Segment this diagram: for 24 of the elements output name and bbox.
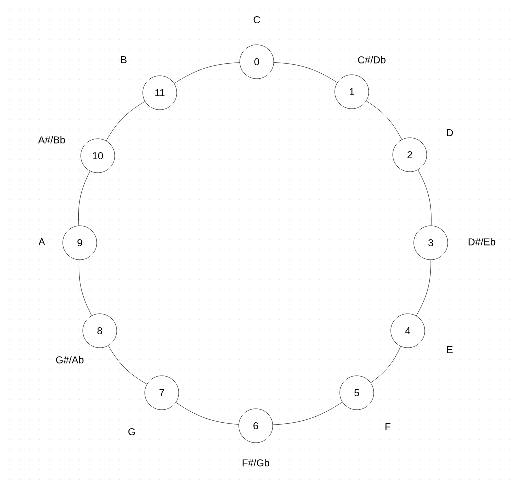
circle-arc (174, 62, 240, 84)
circle-arc (79, 260, 92, 316)
circle-arc (416, 260, 432, 316)
circle-arc (366, 101, 402, 140)
circle-arc (274, 62, 338, 83)
circle-arc (418, 170, 432, 226)
circle-arc (108, 346, 148, 385)
circle-arc (272, 402, 343, 426)
note-label: B (121, 56, 127, 64)
note-label: A#/Bb (38, 136, 66, 144)
note-label: D (447, 130, 454, 136)
circle-arc (370, 346, 402, 384)
note-label: G (128, 428, 136, 436)
note-label: D#/Eb (468, 238, 496, 246)
note-label: C (254, 16, 260, 24)
circle-arc (176, 402, 240, 425)
note-label: F#/Gb (242, 459, 270, 467)
circle-arc (106, 102, 146, 142)
note-label: F (386, 424, 391, 430)
note-label: E (448, 346, 453, 354)
note-label: C#/Db (358, 56, 386, 64)
note-label: G#/Ab (56, 356, 84, 364)
circle-arc (78, 171, 90, 226)
note-label: A (38, 238, 46, 246)
